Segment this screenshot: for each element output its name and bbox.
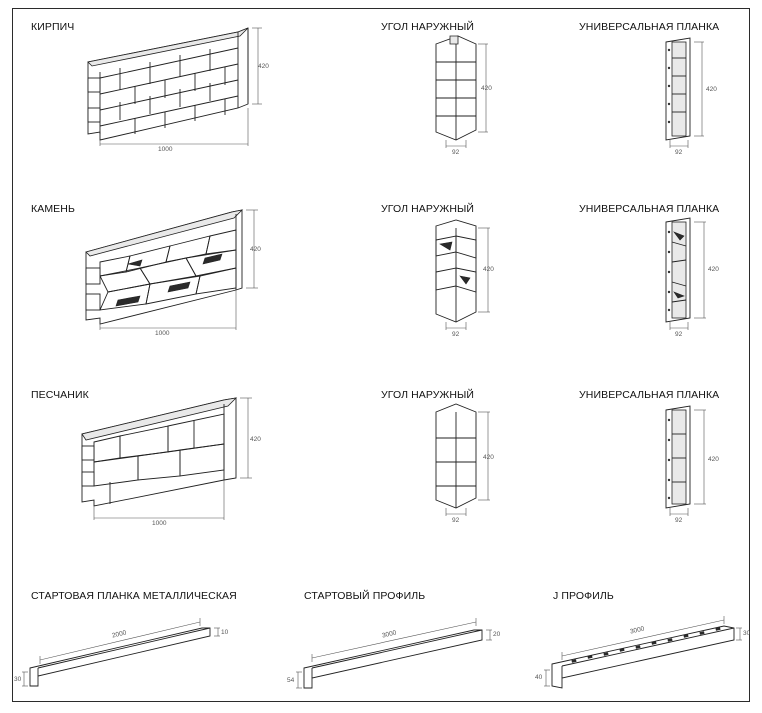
dim-stone-height: 420 [250,246,261,253]
dim-corner-stone-height: 420 [483,266,494,273]
brick-panel-drawing [87,27,262,146]
sandstone-panel-drawing [81,397,252,520]
stone-panel-drawing [85,209,258,330]
dim-brick-height: 420 [258,63,269,70]
label-stone-panel: КАМЕНЬ [31,203,75,215]
j-profile-drawing [544,616,742,689]
dim-corner-stone-width: 92 [452,331,460,338]
dim-corner-brick-height: 420 [481,85,492,92]
label-metal-starter-strip: СТАРТОВАЯ ПЛАНКА МЕТАЛЛИЧЕСКАЯ [31,590,237,602]
label-j-profile: J ПРОФИЛЬ [553,590,614,602]
dim-metal-strip-depth: 10 [221,629,229,636]
dim-strip-stone-height: 420 [708,266,719,273]
dim-starter-profile-depth: 20 [493,631,501,638]
dim-starter-profile-height: 54 [287,677,295,684]
dim-stone-width: 1000 [155,330,170,337]
metal-starter-strip-drawing [22,618,220,687]
label-brick-panel: КИРПИЧ [31,21,75,33]
dim-j-profile-depth: 30 [743,630,751,637]
dim-strip-stone-width: 92 [675,331,683,338]
drawing-frame [12,8,750,702]
label-universal-strip-brick: УНИВЕРСАЛЬНАЯ ПЛАНКА [579,21,720,33]
label-outer-corner-brick: УГОЛ НАРУЖНЫЙ [381,21,475,33]
dim-strip-sandstone-height: 420 [708,456,719,463]
outer-corner-brick-drawing [435,35,488,148]
dim-brick-width: 1000 [158,146,173,153]
label-outer-corner-sandstone: УГОЛ НАРУЖНЫЙ [381,389,475,401]
outer-corner-sandstone-drawing [435,403,490,516]
label-starter-profile: СТАРТОВЫЙ ПРОФИЛЬ [304,590,426,602]
dim-j-profile-height: 40 [535,674,543,681]
dim-sandstone-width: 1000 [152,520,167,527]
dim-strip-sandstone-width: 92 [675,517,683,524]
dim-metal-strip-height: 30 [14,676,22,683]
label-sandstone-panel: ПЕСЧАНИК [31,389,89,401]
dim-corner-brick-width: 92 [452,149,460,156]
label-outer-corner-stone: УГОЛ НАРУЖНЫЙ [381,203,475,215]
dim-strip-brick-height: 420 [706,86,717,93]
dim-corner-sandstone-height: 420 [483,454,494,461]
universal-strip-brick-drawing [665,37,704,148]
label-universal-strip-sandstone: УНИВЕРСАЛЬНАЯ ПЛАНКА [579,389,720,401]
dim-corner-sandstone-width: 92 [452,517,460,524]
universal-strip-stone-drawing [665,217,706,330]
universal-strip-sandstone-drawing [665,405,706,516]
label-universal-strip-stone: УНИВЕРСАЛЬНАЯ ПЛАНКА [579,203,720,215]
dim-strip-brick-width: 92 [675,149,683,156]
dim-sandstone-height: 420 [250,436,261,443]
starter-profile-drawing [296,618,492,689]
outer-corner-stone-drawing [435,219,490,330]
